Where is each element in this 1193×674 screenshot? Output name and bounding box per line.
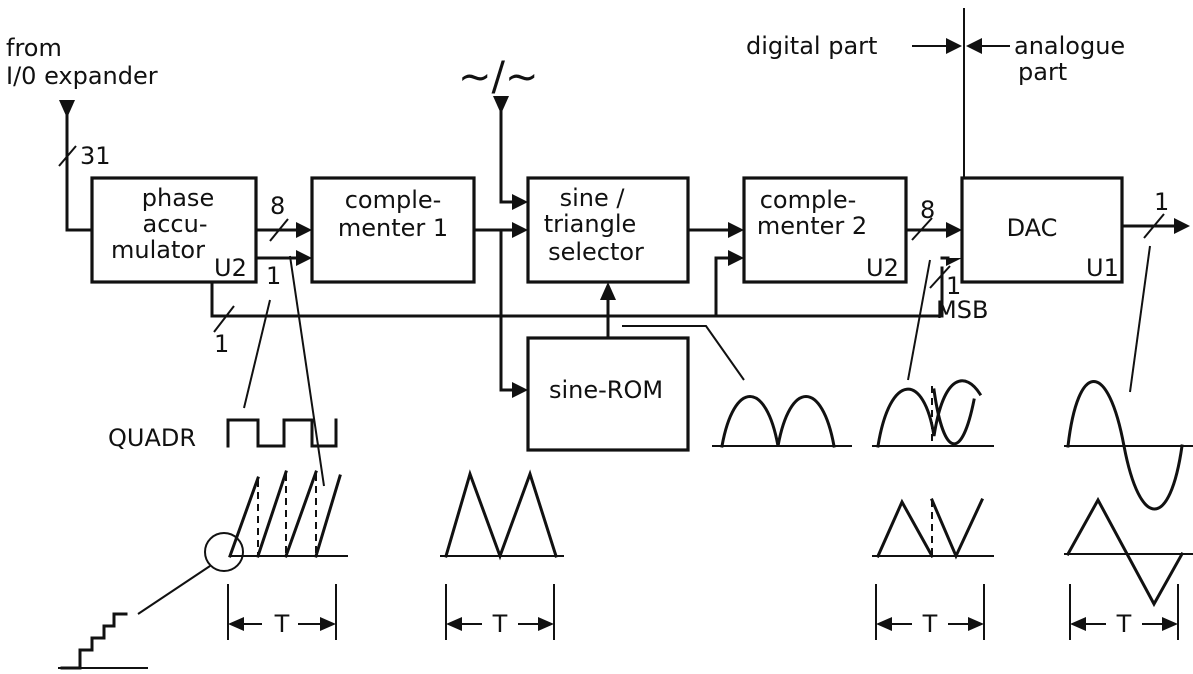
selector-label-1: sine /: [560, 184, 626, 212]
dac-output-arrow-icon: [1174, 218, 1190, 234]
sawtooth-wave: [228, 470, 342, 558]
dac-triangle-wave: [1065, 496, 1185, 608]
dac-block: DAC U1: [960, 176, 1124, 284]
period-label-sawtooth: T: [274, 610, 290, 638]
selector-label-3: selector: [548, 238, 644, 266]
waveform-select-line: [499, 110, 516, 204]
analogue-part-label-1: analogue: [1014, 32, 1125, 60]
acc-bus-slash: [269, 218, 289, 242]
quadrant-bit-width: 1: [266, 262, 281, 290]
selector-label-2: triangle: [544, 210, 637, 238]
complementer-1-label-1: comple-: [345, 186, 442, 214]
period-label-comp2: T: [922, 610, 938, 638]
input-arrow-icon: [59, 100, 75, 118]
input-source-label-2: I/0 expander: [6, 62, 158, 90]
period-arrow-left-icon: [876, 617, 892, 631]
period-marker-comp2: T: [875, 584, 985, 640]
comp1-to-selector-arrow-icon: [512, 222, 528, 238]
phase-accumulator-block: phase accu- mulator U2: [90, 176, 258, 284]
comp2-triangle-wave: [876, 498, 984, 560]
rom-to-selector-arrow-icon: [600, 282, 616, 300]
period-marker-sawtooth: T: [227, 584, 337, 640]
analogue-part-arrow-icon: [966, 38, 982, 54]
msb-in-width: 1: [946, 272, 961, 300]
dac-unit: U1: [1086, 254, 1119, 282]
period-arrow-left-icon: [446, 617, 462, 631]
sine-rom-label: sine-ROM: [549, 376, 663, 404]
quadrant-leader: [243, 299, 271, 409]
msb-to-comp2-line: [714, 256, 732, 318]
dac-output-slash: [1143, 213, 1165, 239]
comp2-to-dac-arrow-icon: [946, 222, 962, 238]
phase-accumulator-label-3: mulator: [111, 236, 205, 264]
period-arrow-left-icon: [1070, 617, 1086, 631]
sawtooth-leader: [289, 255, 325, 487]
dac-sine-wave: [1066, 380, 1184, 511]
complementer-1-label-2: menter 1: [338, 214, 448, 242]
acc-to-comp1-arrow-icon: [296, 222, 312, 238]
msb-arrow-icon: [946, 258, 962, 266]
comp2-sine-wave: [876, 379, 983, 448]
rectified-sine-wave: [720, 395, 836, 448]
complementer-2-block: comple- menter 2 U2: [742, 176, 908, 284]
period-arrow-right-icon: [320, 617, 336, 631]
phase-accumulator-label-2: accu-: [143, 210, 208, 238]
period-label-triangle: T: [492, 610, 508, 638]
msb-in-slash: [929, 265, 951, 289]
msb-to-comp2-arrow-icon: [728, 250, 744, 266]
msb-branch-width: 1: [214, 330, 229, 358]
complementer-1-block: comple- menter 1: [310, 176, 476, 284]
waveform-select-label: ~/~: [458, 54, 539, 100]
comp1-to-rom-arrow-icon: [512, 382, 528, 398]
msb-line: [210, 266, 944, 318]
dac-label: DAC: [1007, 214, 1058, 242]
msb-label: MSB: [936, 296, 988, 324]
digital-part-arrow-icon: [946, 38, 962, 54]
quadrant-bit-arrow-icon: [296, 250, 312, 266]
period-label-dac: T: [1116, 610, 1132, 638]
selector-block: sine / triangle selector: [526, 176, 690, 284]
waveform-select-arrow-icon: [493, 96, 509, 114]
dac-output-width: 1: [1154, 188, 1169, 216]
period-arrow-right-icon: [1162, 617, 1178, 631]
comp2-bus-width: 8: [920, 196, 935, 224]
dac-output-leader: [1129, 245, 1151, 393]
sine-rom-block: sine-ROM: [526, 336, 690, 452]
quadr-label: QUADR: [108, 424, 196, 452]
comp2-bus-slash: [911, 217, 933, 241]
period-arrow-left-icon: [228, 617, 244, 631]
input-bus-slash: [58, 145, 77, 167]
phase-accumulator-unit: U2: [214, 254, 247, 282]
complementer-2-label-2: menter 2: [757, 212, 867, 240]
acc-bus-width: 8: [270, 192, 285, 220]
waveform-select-in-arrow-icon: [512, 194, 528, 210]
period-arrow-right-icon: [538, 617, 554, 631]
zoom-leader: [137, 565, 211, 615]
quadr-square-wave: [226, 418, 338, 448]
sawtooth-reset-lines: [257, 474, 317, 556]
comp1-to-rom-bus: [499, 228, 516, 392]
rom-output-leader: [622, 325, 745, 381]
period-arrow-right-icon: [968, 617, 984, 631]
complementer-2-unit: U2: [866, 254, 899, 282]
staircase-detail: [60, 612, 128, 670]
input-source-label-1: from: [6, 34, 62, 62]
period-marker-dac: T: [1069, 584, 1179, 640]
input-bus-line: [65, 114, 94, 232]
zoom-circle: [204, 532, 244, 572]
period-marker-triangle-1: T: [445, 584, 555, 640]
input-bus-width: 31: [80, 142, 111, 170]
comp2-sine-lower: [932, 388, 976, 446]
digital-part-label: digital part: [746, 32, 877, 60]
msb-branch-slash: [213, 305, 235, 333]
complementer-2-label-1: comple-: [760, 186, 857, 214]
triangle-1-wave: [444, 469, 558, 561]
comp2-output-leader: [907, 259, 931, 381]
analogue-part-label-2: part: [1018, 58, 1067, 86]
selector-to-comp2-arrow-icon: [728, 222, 744, 238]
phase-accumulator-label-1: phase: [142, 184, 214, 212]
